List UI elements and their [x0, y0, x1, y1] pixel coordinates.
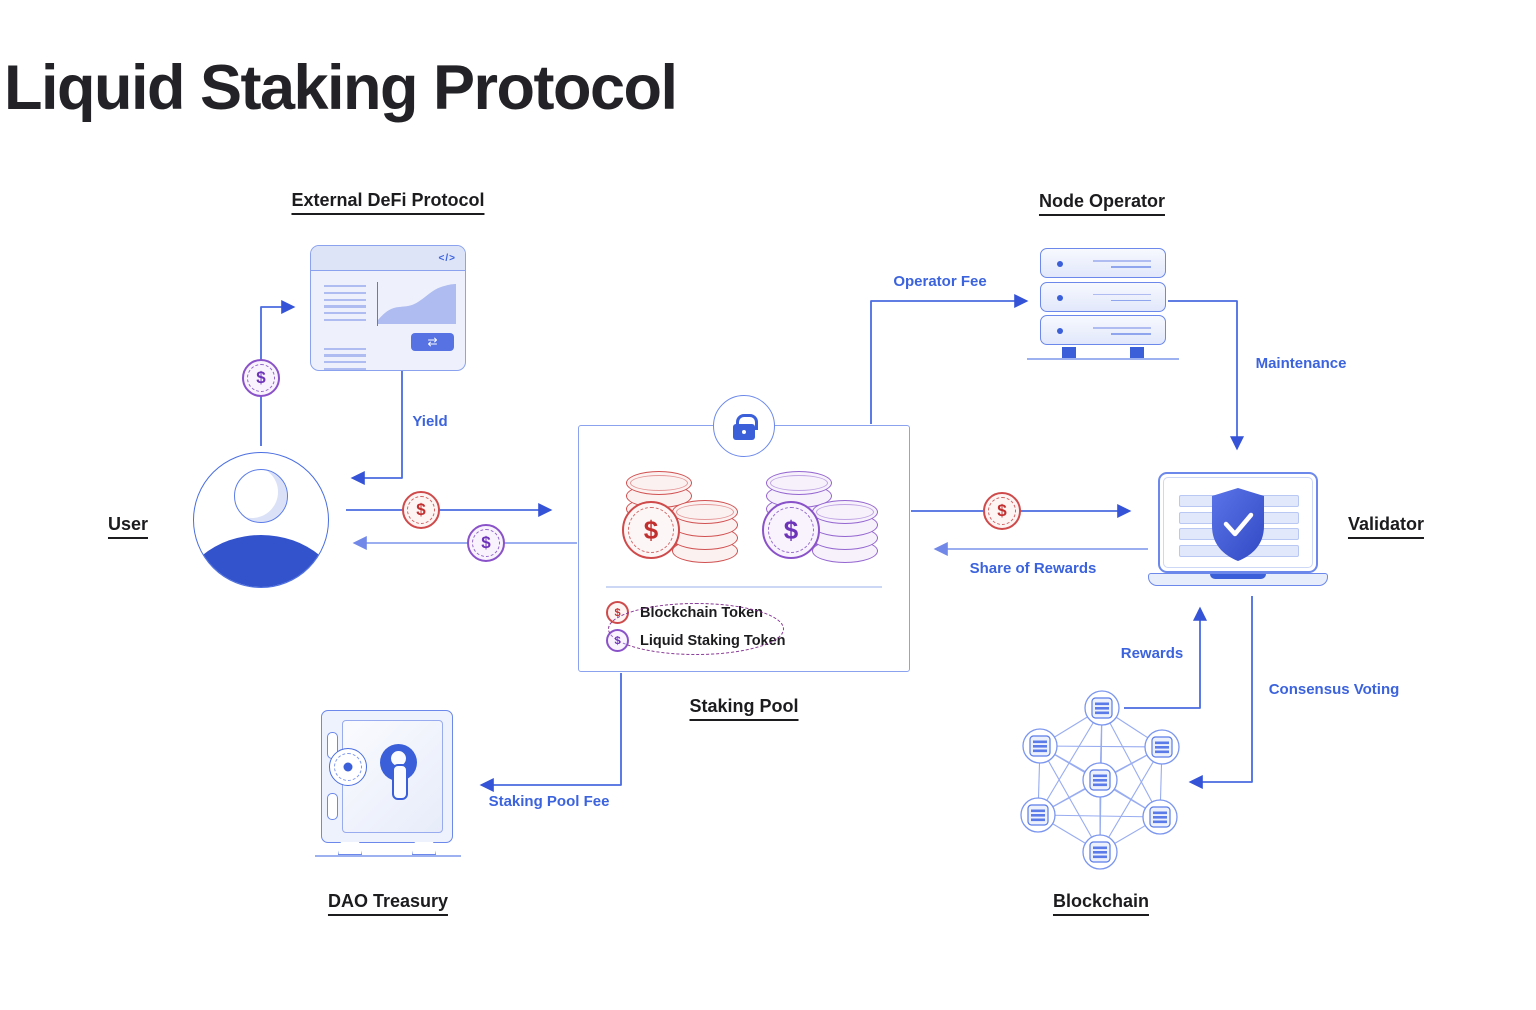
- red-coin-icon: $: [622, 501, 680, 559]
- validator-laptop-icon: [1148, 472, 1328, 590]
- validator-label: Validator: [1347, 514, 1425, 539]
- lock-icon: [733, 414, 758, 440]
- purple-coin-icon: $: [606, 629, 629, 652]
- shield-check-icon: [1212, 488, 1264, 561]
- yield-flow-label: Yield: [412, 413, 448, 430]
- laptop-screen: [1158, 472, 1318, 573]
- laptop-base: [1148, 573, 1328, 586]
- server-stack-icon: [1027, 248, 1179, 361]
- dao-treasury-label: DAO Treasury: [327, 891, 449, 916]
- swap-icon: ⇄: [427, 335, 438, 349]
- treasury-safe-icon: [315, 710, 461, 857]
- blockchain-token-stack: $: [614, 471, 754, 576]
- purple-coin-icon: $: [242, 359, 280, 397]
- blockchain-label: Blockchain: [1052, 891, 1150, 916]
- legend-item: $ Liquid Staking Token: [606, 629, 786, 652]
- operator-fee-flow-label: Operator Fee: [893, 273, 987, 290]
- user-avatar: [193, 452, 329, 588]
- user-label: User: [107, 514, 149, 539]
- staking-pool-box: $ $ $ Blockchain Token $ Liquid Staking …: [578, 395, 910, 672]
- liquid-token-stack: $: [754, 471, 894, 576]
- defi-protocol-window: </> ⇄: [310, 245, 466, 371]
- window-header: </>: [311, 246, 465, 271]
- red-coin-icon: $: [983, 492, 1021, 530]
- code-icon: </>: [438, 252, 456, 264]
- staking-pool-label: Staking Pool: [689, 696, 799, 721]
- rewards-flow-label: Rewards: [1120, 645, 1184, 662]
- red-coin-icon: $: [402, 491, 440, 529]
- legend-divider: [606, 586, 882, 588]
- area-chart-icon: [377, 282, 457, 326]
- swap-button: ⇄: [411, 333, 454, 351]
- avatar-body: [194, 535, 328, 587]
- blockchain-network-icon: [1020, 690, 1180, 870]
- defi-protocol-label: External DeFi Protocol: [291, 190, 485, 215]
- lock-badge: [713, 395, 775, 457]
- staking-pool-fee-flow-label: Staking Pool Fee: [488, 793, 610, 810]
- safe-key-handle: [380, 744, 417, 800]
- node-operator-label: Node Operator: [1038, 191, 1166, 216]
- share-of-rewards-flow-label: Share of Rewards: [969, 560, 1097, 577]
- maintenance-flow-label: Maintenance: [1255, 355, 1347, 372]
- token-legend: $ Blockchain Token $ Liquid Staking Toke…: [606, 601, 786, 657]
- purple-coin-icon: $: [762, 501, 820, 559]
- window-text-lines: [324, 285, 366, 370]
- page-title: Liquid Staking Protocol: [4, 53, 678, 123]
- consensus-voting-flow-label: Consensus Voting: [1268, 681, 1400, 698]
- safe-dial: [329, 748, 367, 786]
- purple-coin-icon: $: [467, 524, 505, 562]
- avatar-head: [234, 469, 288, 523]
